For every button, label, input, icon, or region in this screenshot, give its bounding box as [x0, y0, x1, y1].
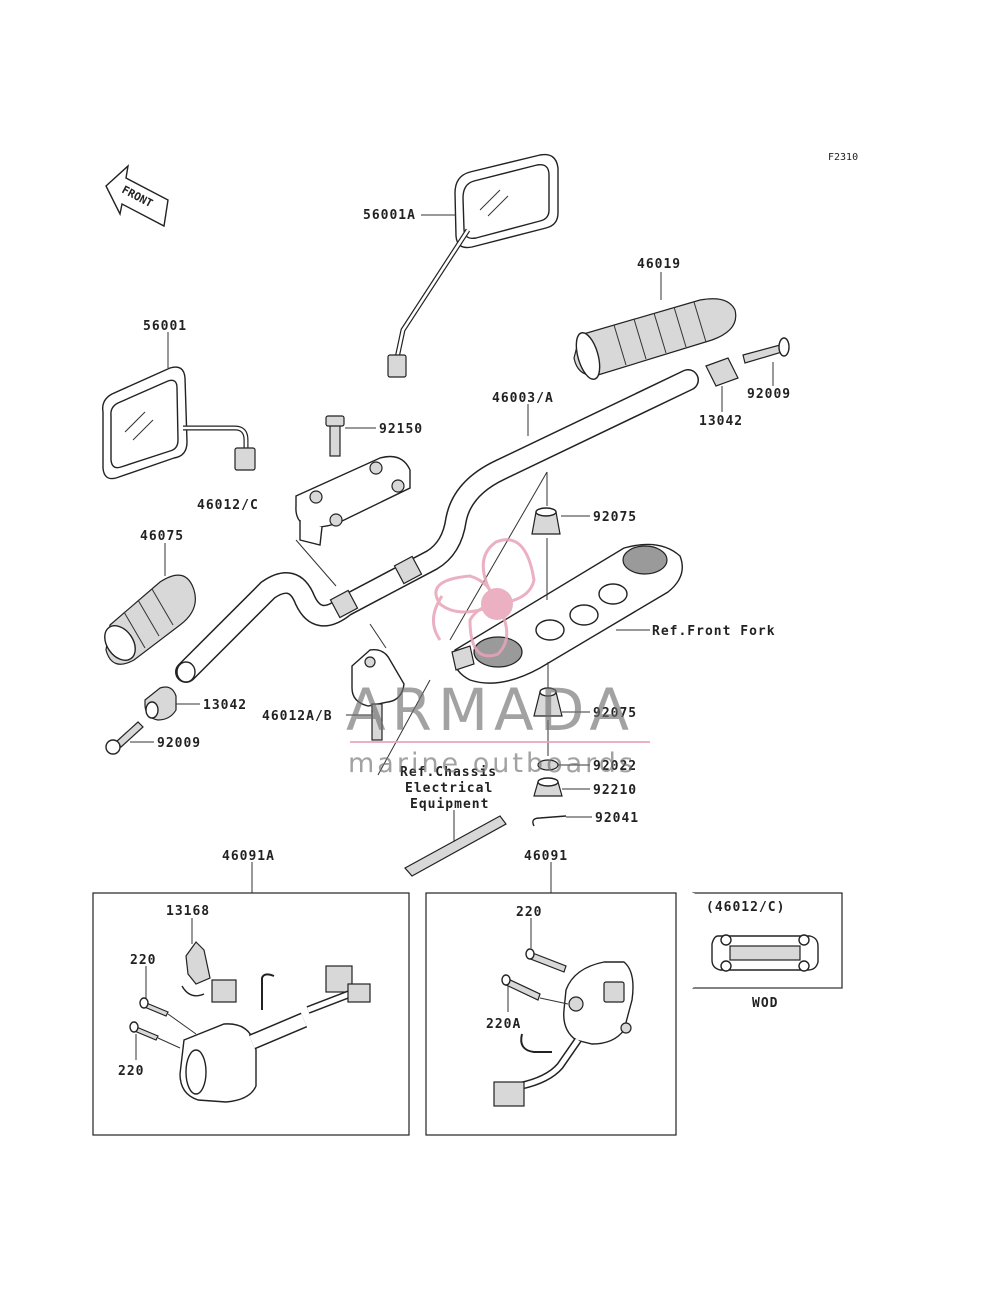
label-clamp: 13168 [166, 904, 210, 919]
switch-left [179, 965, 371, 1103]
holder-upper [295, 455, 411, 546]
propeller-logo-icon [432, 538, 536, 658]
weight-right [705, 357, 739, 387]
label-weight-right: 13042 [699, 414, 743, 429]
label-screw-e: 220A [486, 1017, 521, 1032]
watermark: ARMADA marine outboards [346, 538, 650, 779]
switch-right [493, 961, 634, 1107]
label-switch-left: 46091A [222, 849, 275, 864]
holder-upper-inset [711, 934, 819, 972]
holder-lower [351, 649, 405, 741]
label-inset-note: WOD [752, 996, 778, 1011]
label-bolt-right: 92009 [747, 387, 791, 402]
label-damper-upper: 92075 [593, 510, 637, 525]
mirror-left [102, 366, 256, 480]
watermark-tagline: marine outboards [348, 748, 636, 779]
diagram-code: F2310 [828, 152, 858, 163]
label-screw-b: 220 [118, 1064, 144, 1079]
label-ref-chassis-3: Equipment [410, 797, 489, 812]
label-weight-left: 13042 [203, 698, 247, 713]
front-arrow-icon: FRONT [105, 164, 169, 228]
label-mirror-right: 56001A [363, 208, 416, 223]
handlebar [175, 369, 699, 683]
bolt-holder [325, 415, 345, 457]
screw-c [525, 948, 567, 973]
label-handlebar: 46003/A [492, 391, 554, 406]
label-nut: 92210 [593, 783, 637, 798]
label-holder-lower: 46012A/B [262, 709, 333, 724]
label-ref-chassis-1: Ref.Chassis [400, 765, 497, 780]
label-ref-front-fork: Ref.Front Fork [652, 624, 776, 639]
switch-right-box [425, 892, 677, 1136]
label-switch-right: 46091 [524, 849, 568, 864]
screw-a [139, 997, 169, 1017]
label-inset-title: (46012/C) [706, 900, 785, 915]
label-washer: 92022 [593, 759, 637, 774]
cotter-pin [532, 815, 567, 827]
label-bolt-left: 92009 [157, 736, 201, 751]
bolt-right-end [742, 337, 790, 364]
clamp [181, 941, 211, 997]
grip-right [573, 298, 737, 380]
screw-d [501, 974, 541, 1001]
label-cotter-pin: 92041 [595, 811, 639, 826]
damper-upper [531, 507, 561, 535]
label-ref-chassis-2: Electrical [405, 781, 493, 796]
screw-b [129, 1021, 159, 1041]
switch-left-box [92, 892, 410, 1136]
grip-left [104, 574, 196, 665]
label-damper-lower: 92075 [593, 706, 637, 721]
weight-left [144, 686, 177, 721]
cable-tie [404, 810, 507, 877]
damper-lower [533, 687, 563, 717]
label-screw-c: 220 [516, 905, 542, 920]
mirror-right [387, 153, 559, 378]
nut [533, 777, 563, 797]
label-grip-left: 46075 [140, 529, 184, 544]
label-screw-a: 220 [130, 953, 156, 968]
label-grip-right: 46019 [637, 257, 681, 272]
label-mirror-left: 56001 [143, 319, 187, 334]
bolt-left-end [105, 721, 144, 755]
watermark-brand: ARMADA [346, 676, 635, 744]
label-holder-upper: 46012/C [197, 498, 259, 513]
label-bolt-holder: 92150 [379, 422, 423, 437]
